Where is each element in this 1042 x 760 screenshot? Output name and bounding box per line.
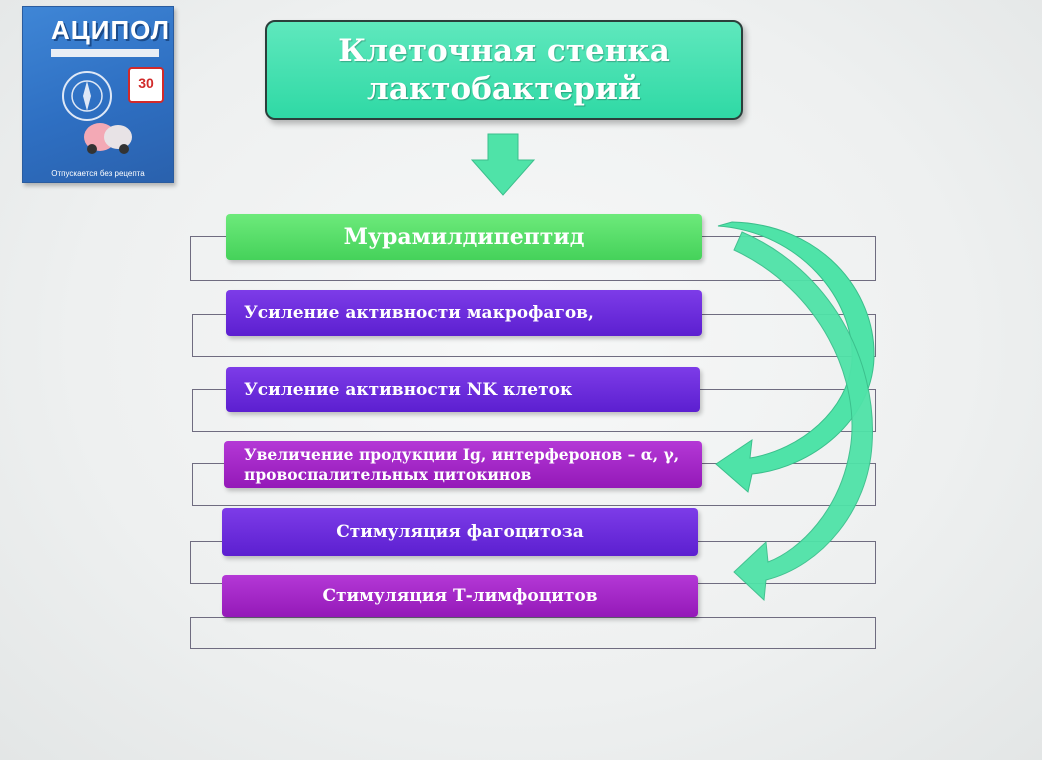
down-arrow-icon — [470, 133, 536, 196]
muramyl-dipeptide-box: Мурамилдипептид — [226, 214, 702, 260]
effect-box-macrophages: Усиление активности макрофагов, — [226, 290, 702, 336]
effect-box-t-lymphocytes: Стимуляция Т-лимфоцитов — [222, 575, 698, 617]
effect-box-nk-cells: Усиление активности NK клеток — [226, 367, 700, 412]
capsule-count-badge: 30 — [128, 67, 164, 103]
effect-label: Стимуляция фагоцитоза — [336, 522, 584, 542]
product-box-image: АЦИПОЛ 30 Отпускается без рецепта — [22, 6, 174, 183]
product-brand: АЦИПОЛ — [51, 15, 170, 45]
product-label-strip — [51, 49, 159, 57]
curved-arrow-to-t-lymphocytes — [733, 231, 874, 602]
curved-arrow-to-ig — [715, 221, 875, 493]
effect-label: Увеличение продукции Ig, интерферонов – … — [244, 444, 680, 484]
product-emblem-icon — [62, 71, 112, 121]
heart-mascot-icon — [84, 123, 132, 154]
effect-label: Усиление активности NK клеток — [244, 379, 573, 400]
effect-label: Усиление активности макрофагов, — [244, 303, 594, 323]
title-box: Клеточная стенка лактобактерий — [265, 20, 743, 120]
effect-box-ig-interferons: Увеличение продукции Ig, интерферонов – … — [224, 441, 702, 488]
effect-label: Стимуляция Т-лимфоцитов — [322, 586, 598, 606]
frame-row — [190, 617, 876, 649]
effect-box-phagocytosis: Стимуляция фагоцитоза — [222, 508, 698, 556]
title-text: Клеточная стенка лактобактерий — [338, 33, 670, 107]
muramyl-dipeptide-label: Мурамилдипептид — [343, 224, 585, 250]
product-note: Отпускается без рецепта — [51, 169, 145, 178]
